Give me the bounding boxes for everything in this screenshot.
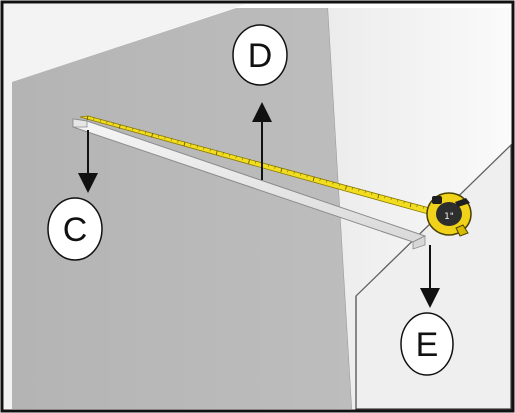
tape-tick (190, 143, 192, 147)
tape-tick (106, 120, 108, 124)
tape-lock (432, 196, 442, 204)
tape-case-badge (436, 202, 462, 226)
tape-tick (293, 171, 296, 174)
tape-tick (248, 159, 250, 164)
callout-d: D (232, 24, 288, 86)
callout-c-label: C (63, 211, 88, 249)
upper-surface (4, 4, 246, 409)
tape-tick (112, 122, 115, 126)
tape-tick (99, 119, 102, 122)
tape-tick (203, 147, 205, 150)
tape-tick (267, 164, 270, 168)
tape-tick (235, 155, 237, 159)
tape-tick (384, 195, 386, 199)
tape-tick (241, 157, 244, 161)
rail-left-end (72, 118, 88, 128)
tape-tick (358, 188, 360, 192)
tape-case-label: 1" (444, 212, 454, 222)
tape-tick (132, 127, 134, 131)
tape-tick (209, 148, 212, 152)
tape-tick (351, 187, 354, 190)
tape-tick (125, 126, 128, 129)
tape-foot (455, 224, 469, 237)
tape-tick (338, 183, 341, 187)
tape-tick (312, 176, 315, 182)
tape-tick (151, 133, 154, 138)
tape-tick (364, 190, 367, 194)
tape-tick (177, 140, 179, 143)
tape-tick (254, 160, 257, 164)
tape-tick (287, 169, 289, 173)
callout-d-label: D (248, 37, 273, 75)
tape-tick (390, 197, 392, 201)
tape-tick (377, 194, 380, 199)
tape-tick (396, 199, 399, 202)
tape-tick (86, 115, 89, 121)
tape-tick (170, 138, 173, 141)
tape-tick (183, 141, 186, 147)
tape-tick (228, 154, 231, 157)
tape-tick (280, 167, 283, 173)
tape-tick (319, 178, 321, 181)
tape-tick (157, 134, 160, 138)
tape-tick (144, 131, 147, 134)
tape-tick (416, 204, 418, 208)
tape-tick (325, 180, 328, 183)
tape-tick (196, 145, 199, 148)
tape-tick (222, 152, 224, 155)
tape-tick (138, 129, 140, 133)
tape-tick (422, 206, 425, 209)
tape-tick (306, 174, 308, 178)
tape-tick (371, 192, 373, 195)
tape-clip (455, 198, 470, 207)
tape-tick (332, 181, 334, 185)
tape-tick (300, 173, 302, 176)
callout-c: C (47, 197, 103, 261)
callout-e-label: E (416, 326, 439, 364)
callout-e: E (400, 312, 454, 376)
tape-tick (118, 124, 121, 129)
tape-tick (274, 166, 276, 169)
tape-tick (345, 185, 347, 190)
tape-tick (164, 136, 166, 140)
tape-measure-case: 1" (426, 192, 472, 237)
tape-tick (409, 202, 412, 208)
tape-tick (93, 117, 95, 121)
tape-tick (215, 150, 218, 155)
rail-right-end (412, 235, 426, 250)
tape-tick (403, 201, 405, 204)
